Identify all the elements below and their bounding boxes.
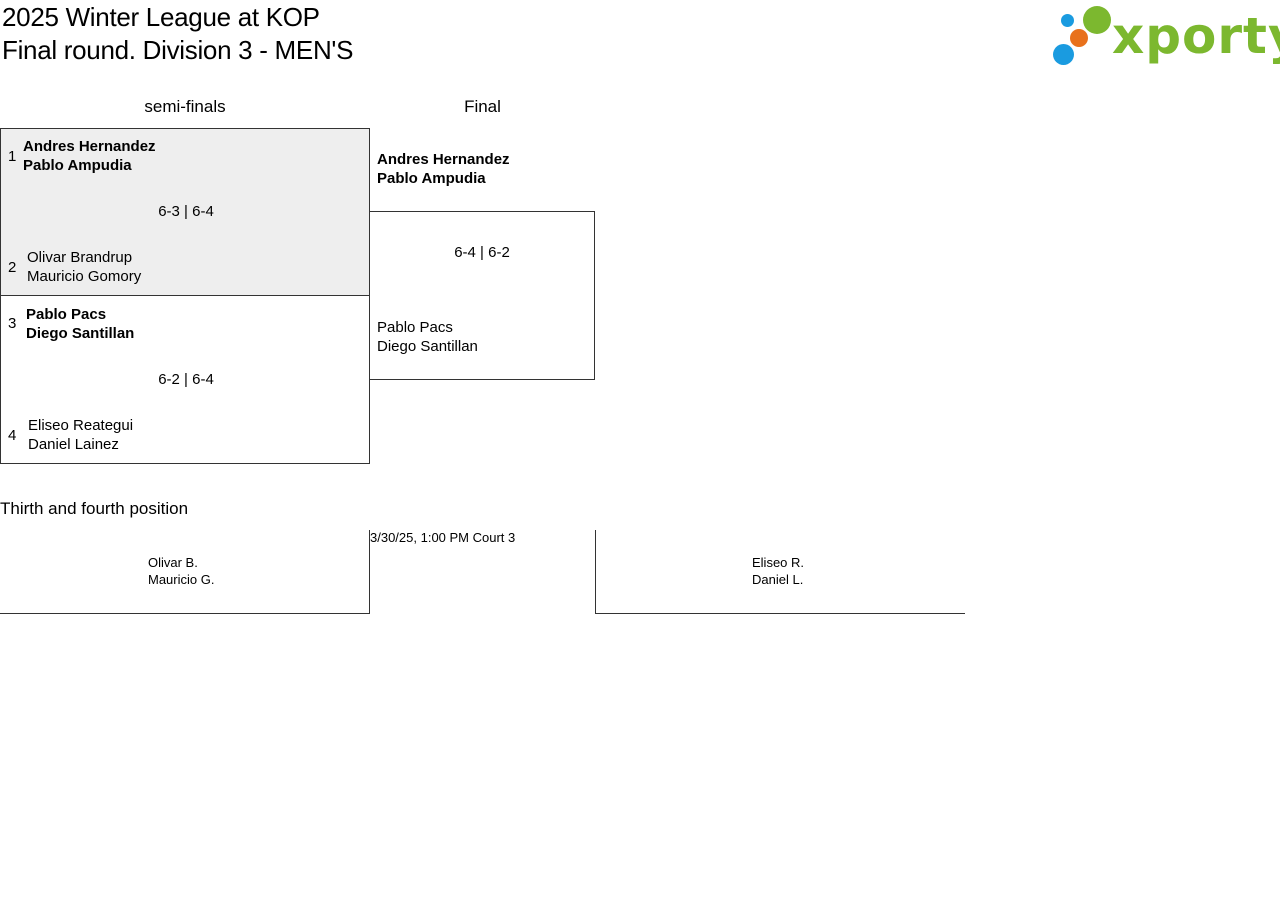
- match-score: 6-4 | 6-2: [454, 244, 510, 261]
- match-schedule-info: 3/30/25, 1:00 PM Court 3: [370, 530, 516, 545]
- player-name: Pablo Ampudia: [23, 157, 132, 174]
- team-loser: Olivar Brandrup Mauricio Gomory: [27, 248, 141, 286]
- third-place-left-team-box[interactable]: Olivar B. Mauricio G.: [0, 530, 370, 614]
- player-name: Daniel Lainez: [28, 436, 119, 453]
- third-place-title: Thirth and fourth position: [0, 499, 189, 518]
- seed-number: 1: [8, 148, 17, 165]
- player-name: Olivar Brandrup: [27, 249, 133, 266]
- player-name: Diego Santillan: [377, 338, 478, 355]
- semifinal-match-1[interactable]: 1 Andres Hernandez Pablo Ampudia 6-3 | 6…: [0, 128, 370, 296]
- match-score: 6-3 | 6-4: [158, 203, 214, 220]
- team-winner: Andres Hernandez Pablo Ampudia: [23, 137, 156, 175]
- seed-number: 3: [8, 315, 17, 332]
- third-place-right-team-box[interactable]: Eliseo R. Daniel L.: [595, 530, 965, 614]
- logo-dot-blue-small: [1061, 14, 1074, 27]
- column-header-semifinals: semi-finals: [144, 97, 226, 116]
- xporty-logo[interactable]: xporty: [1050, 4, 1280, 68]
- player-name: Eliseo R.: [752, 555, 805, 570]
- player-name: Andres Hernandez: [23, 138, 156, 155]
- team-left: Olivar B. Mauricio G.: [148, 554, 214, 588]
- player-name: Mauricio G.: [148, 572, 215, 587]
- logo-dot-orange: [1070, 29, 1088, 47]
- player-name: Eliseo Reategui: [28, 417, 134, 434]
- final-team-loser: Pablo Pacs Diego Santillan: [377, 318, 478, 356]
- player-name: Pablo Pacs: [377, 319, 453, 336]
- logo-dot-green: [1083, 6, 1111, 34]
- final-team-winner: Andres Hernandez Pablo Ampudia: [377, 150, 510, 188]
- seed-number: 2: [8, 259, 17, 276]
- logo-dot-blue-large: [1053, 44, 1074, 65]
- final-match[interactable]: 6-4 | 6-2 Pablo Pacs Diego Santillan: [369, 211, 595, 380]
- player-name: Olivar B.: [148, 555, 198, 570]
- team-loser: Eliseo Reategui Daniel Lainez: [28, 416, 133, 454]
- team-right: Eliseo R. Daniel L.: [752, 554, 804, 588]
- player-name: Pablo Pacs: [26, 306, 107, 323]
- page-title: 2025 Winter League at KOP: [2, 2, 320, 32]
- player-name: Mauricio Gomory: [27, 268, 142, 285]
- team-winner: Pablo Pacs Diego Santillan: [26, 305, 134, 343]
- match-score: 6-2 | 6-4: [158, 371, 214, 388]
- player-name: Pablo Ampudia: [377, 170, 486, 187]
- column-header-final: Final: [464, 97, 501, 116]
- seed-number: 4: [8, 427, 17, 444]
- page-subtitle: Final round. Division 3 - MEN'S: [2, 35, 354, 65]
- semifinal-match-2[interactable]: 3 Pablo Pacs Diego Santillan 6-2 | 6-4 4…: [0, 295, 370, 464]
- player-name: Daniel L.: [752, 572, 804, 587]
- player-name: Andres Hernandez: [377, 151, 510, 168]
- logo-wordmark: xporty: [1112, 7, 1280, 65]
- player-name: Diego Santillan: [26, 325, 135, 342]
